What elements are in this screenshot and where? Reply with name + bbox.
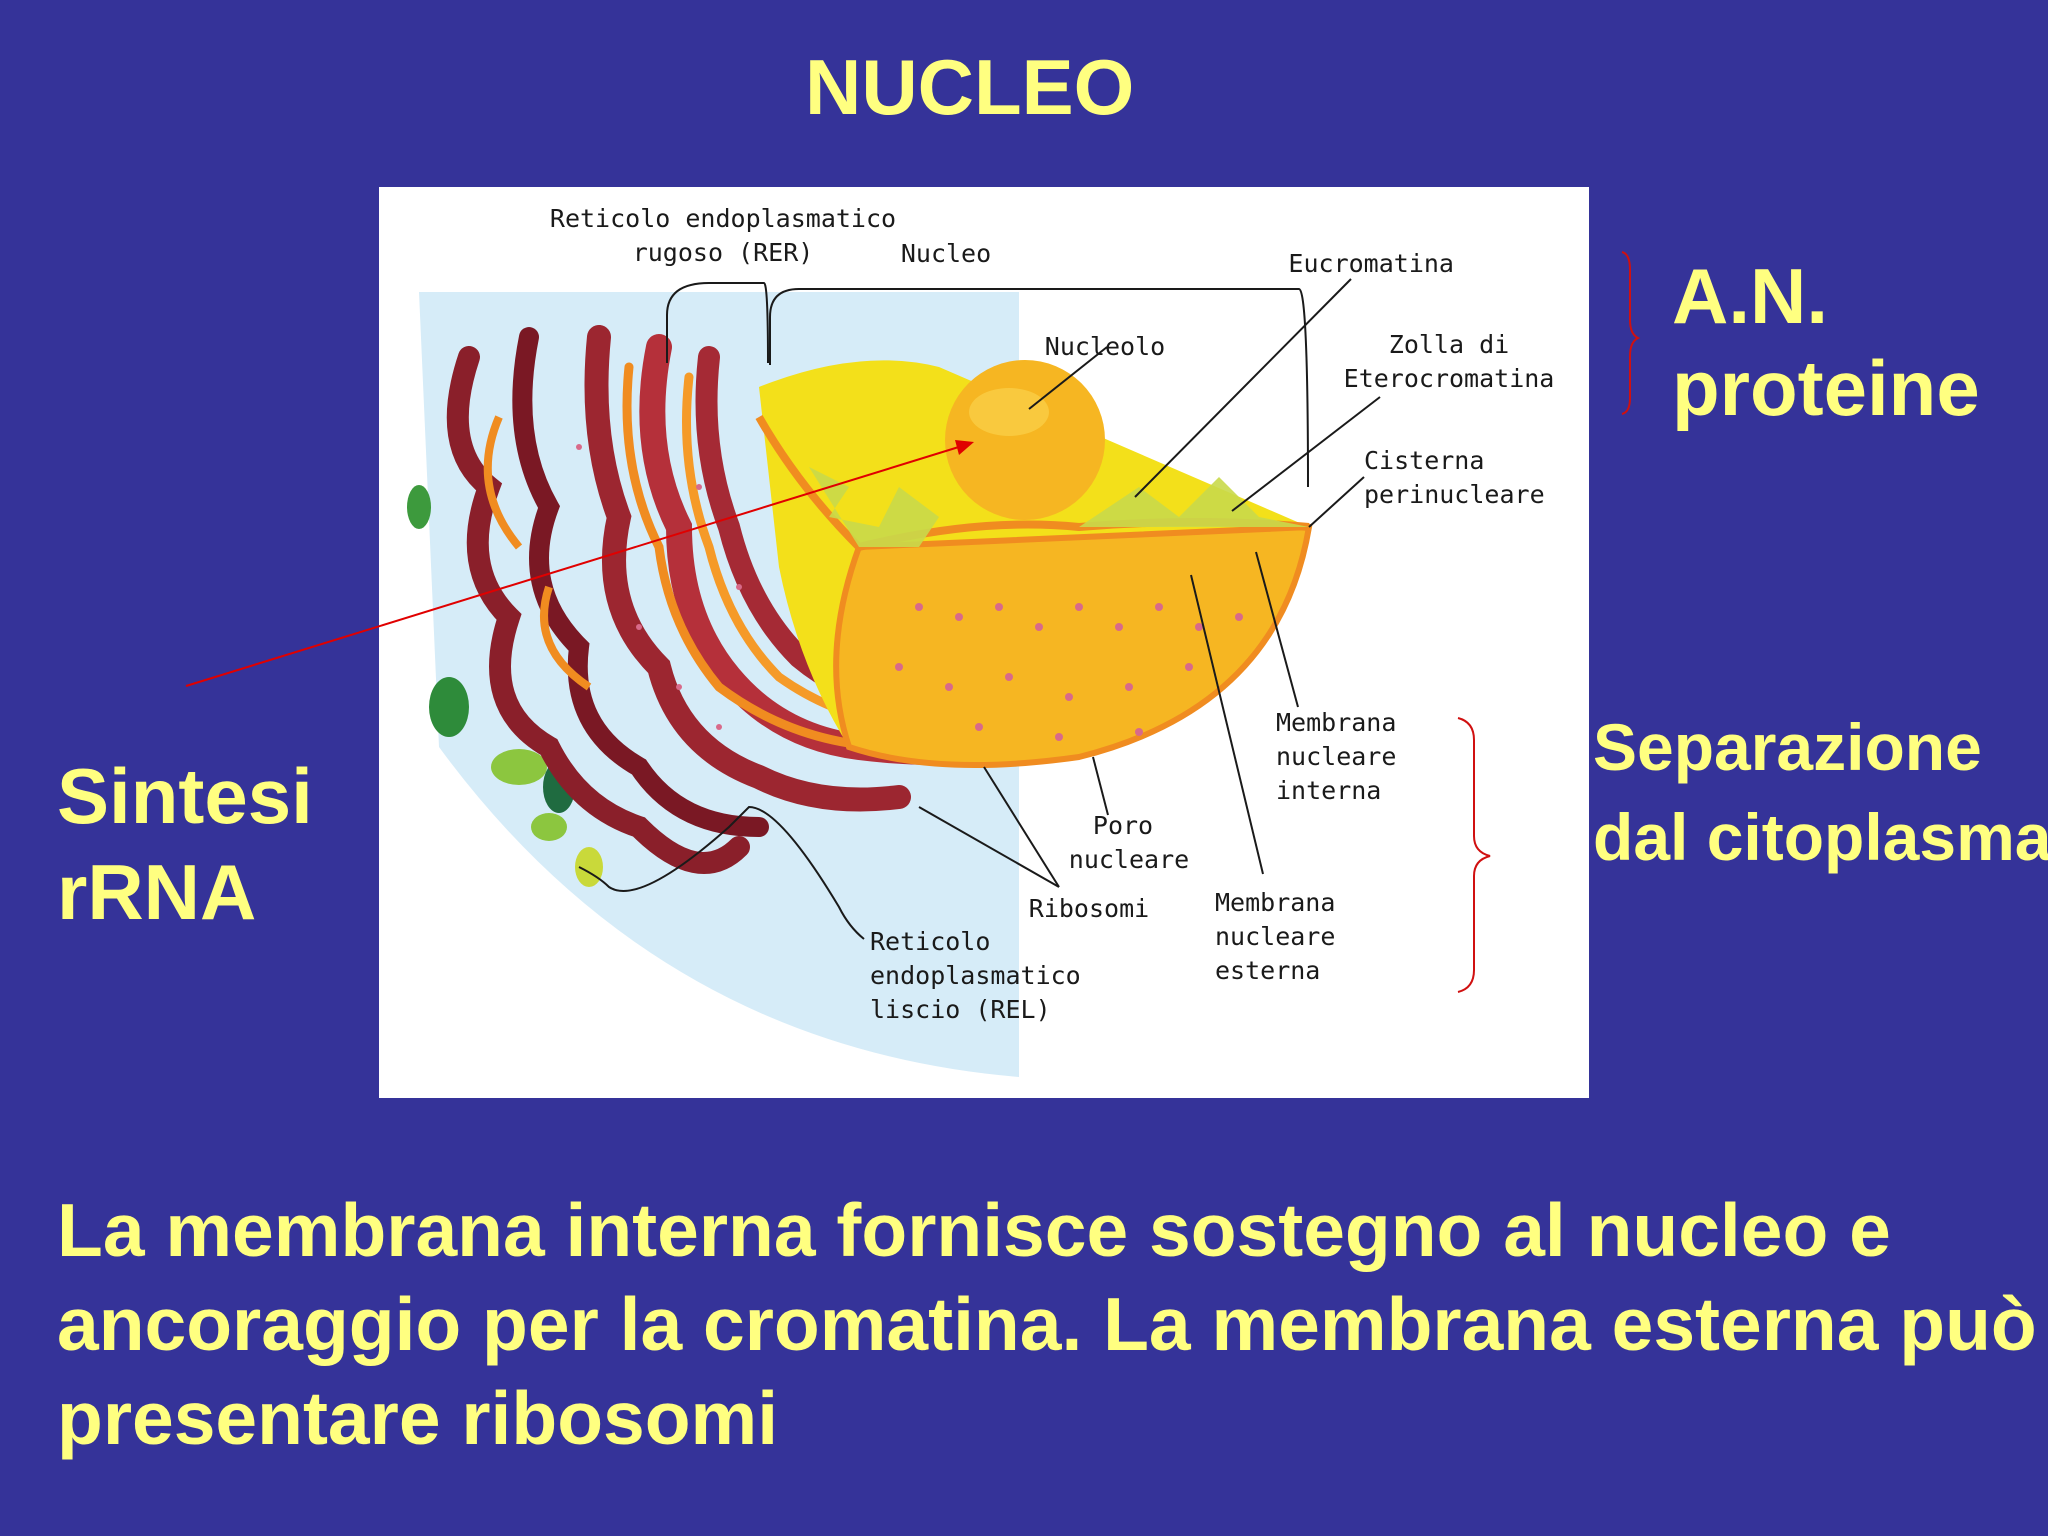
an-label-line-2: proteine [1672,344,1980,432]
brace-an [1621,251,1641,415]
an-proteine-label: A.N. proteine [1672,250,1980,434]
slide-caption: La membrana interna fornisce sostegno al… [57,1188,2037,1460]
sep-label-line-2: dal citoplasma [1593,800,2048,874]
nucleus [755,360,1313,768]
leader-lines [578,278,1381,940]
separazione-label: Separazione dal citoplasma [1593,702,2048,882]
brace-separazione [1457,717,1491,993]
label-nucleolo: Nucleolo [1045,332,1165,361]
an-label-line-1: A.N. [1672,252,1828,340]
label-nucleo: Nucleo [901,239,991,268]
sep-label-line-1: Separazione [1593,710,1982,784]
rrna-label-line-1: Sintesi [57,752,313,840]
slide-title: NUCLEO [805,43,1135,131]
label-ribosomi: Ribosomi [1029,894,1149,923]
label-eucromatina: Eucromatina [1288,249,1454,278]
rrna-label-line-2: rRNA [57,848,257,936]
rrna-arrow [185,440,974,687]
sintesi-rrna-label: Sintesi rRNA [57,748,313,940]
